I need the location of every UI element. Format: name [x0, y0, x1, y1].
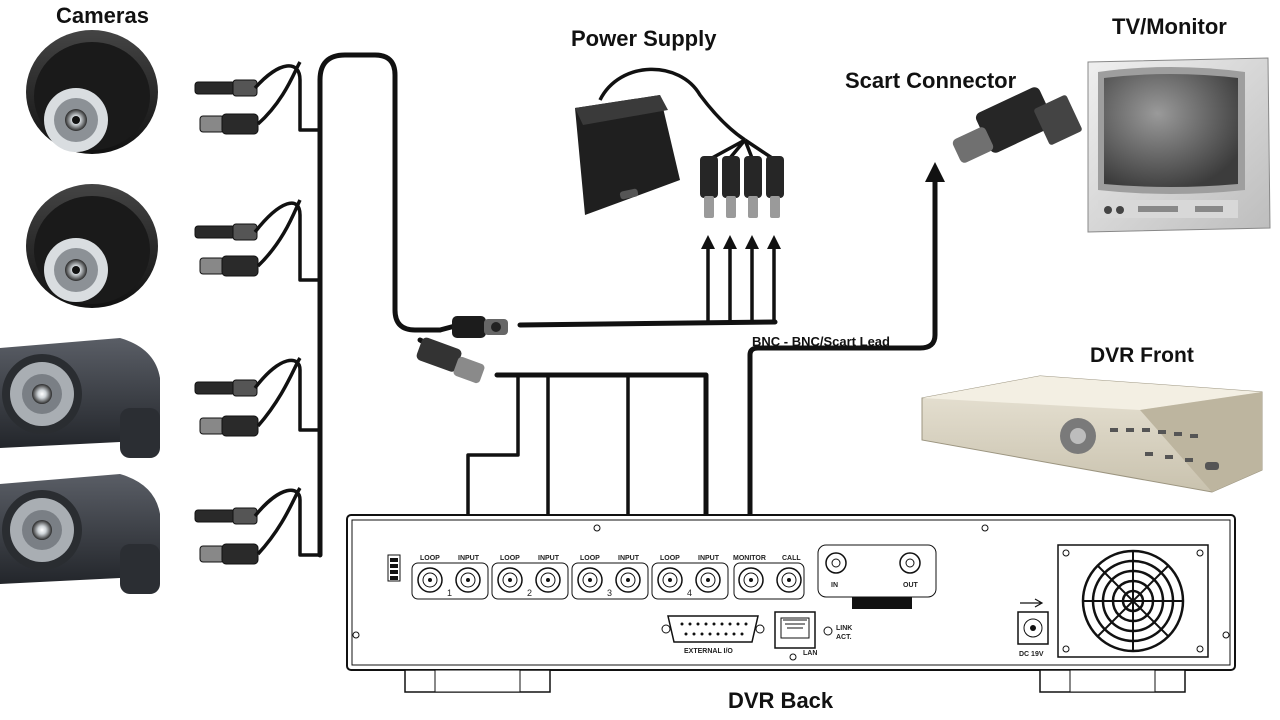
- channel-group-2: LOOP INPUT 2: [491, 555, 569, 600]
- input-port-ring: [620, 572, 636, 588]
- power-supply-label: Power Supply: [571, 26, 717, 51]
- audio-ports: IN OUT: [817, 544, 937, 609]
- lan-label: LAN: [803, 650, 817, 657]
- dome-camera-icon: [26, 184, 158, 308]
- loop-port-pin: [588, 578, 592, 582]
- power-cables: [517, 235, 781, 328]
- loop-port-label: LOOP: [500, 555, 520, 562]
- monitor-lead: [747, 162, 945, 543]
- link-label: LINK: [836, 625, 852, 632]
- channel-box: [571, 562, 649, 600]
- cable-splitter: [416, 316, 508, 384]
- input-port-pin: [626, 578, 630, 582]
- channel-group-4: LOOP INPUT 4: [651, 555, 729, 600]
- audio-out-label: OUT: [903, 582, 919, 589]
- channel-number: 2: [527, 588, 532, 598]
- lan-port: LAN LINK ACT.: [774, 611, 852, 657]
- input-port-label: INPUT: [698, 555, 720, 562]
- channel-group-1: LOOP INPUT 1: [411, 555, 489, 600]
- loop-port-pin: [508, 578, 512, 582]
- camera-connectors: [194, 79, 259, 565]
- channel-number: 4: [687, 588, 692, 598]
- bnc-scart-lead-label: BNC - BNC/Scart Lead: [752, 334, 890, 349]
- dc-power-label: DC 19V: [1019, 651, 1044, 658]
- input-port-ring: [700, 572, 716, 588]
- camera-cables: [253, 52, 443, 558]
- loop-port-label: LOOP: [660, 555, 680, 562]
- channel-number: 1: [447, 588, 452, 598]
- input-port-pin: [706, 578, 710, 582]
- dvr-front-label: DVR Front: [1090, 344, 1194, 367]
- channel-box: [651, 562, 729, 600]
- cameras-label: Cameras: [56, 3, 149, 28]
- channel-box: [411, 562, 489, 600]
- monitor-port: MONITOR CALL: [733, 555, 805, 600]
- power-supply-icon: [575, 67, 784, 218]
- input-port-pin: [546, 578, 550, 582]
- bullet-camera-icon: [0, 474, 160, 594]
- input-port-label: INPUT: [458, 555, 480, 562]
- video-cables: [461, 372, 713, 547]
- external-io-port: EXTERNAL I/O: [661, 615, 765, 655]
- input-port-ring: [540, 572, 556, 588]
- dvr-front-icon: [921, 375, 1263, 493]
- monitor-port-label: MONITOR: [733, 555, 766, 562]
- scart-connector-label: Scart Connector: [845, 68, 1017, 93]
- channel-number: 3: [607, 588, 612, 598]
- external-io-label: EXTERNAL I/O: [684, 648, 733, 655]
- channel-group-3: LOOP INPUT 3: [571, 555, 649, 600]
- input-port-label: INPUT: [538, 555, 560, 562]
- loop-port-ring: [422, 572, 438, 588]
- input-port-pin: [466, 578, 470, 582]
- channel-ports: LOOP INPUT 1 LOOP INPUT 2 LOOP INPUT 3 LOOP INPUT 4: [411, 555, 729, 600]
- fan-icon: [1057, 544, 1209, 658]
- tv-monitor-label: TV/Monitor: [1112, 14, 1227, 39]
- channel-box: [491, 562, 569, 600]
- bullet-camera-icon: [0, 338, 160, 458]
- dvr-back-label: DVR Back: [728, 688, 834, 713]
- loop-port-ring: [662, 572, 678, 588]
- loop-port-label: LOOP: [420, 555, 440, 562]
- loop-port-ring: [502, 572, 518, 588]
- act-label: ACT.: [836, 634, 852, 641]
- dc-power-port: DC 19V: [1017, 598, 1049, 658]
- input-port-label: INPUT: [618, 555, 640, 562]
- loop-port-pin: [428, 578, 432, 582]
- input-port-ring: [460, 572, 476, 588]
- loop-port-label: LOOP: [580, 555, 600, 562]
- loop-port-pin: [668, 578, 672, 582]
- dome-camera-icon: [26, 30, 158, 154]
- call-port-label: CALL: [782, 555, 801, 562]
- scart-connector-icon: [952, 87, 1082, 163]
- tv-monitor-icon: [1087, 57, 1271, 233]
- loop-port-ring: [582, 572, 598, 588]
- audio-in-label: IN: [831, 582, 838, 589]
